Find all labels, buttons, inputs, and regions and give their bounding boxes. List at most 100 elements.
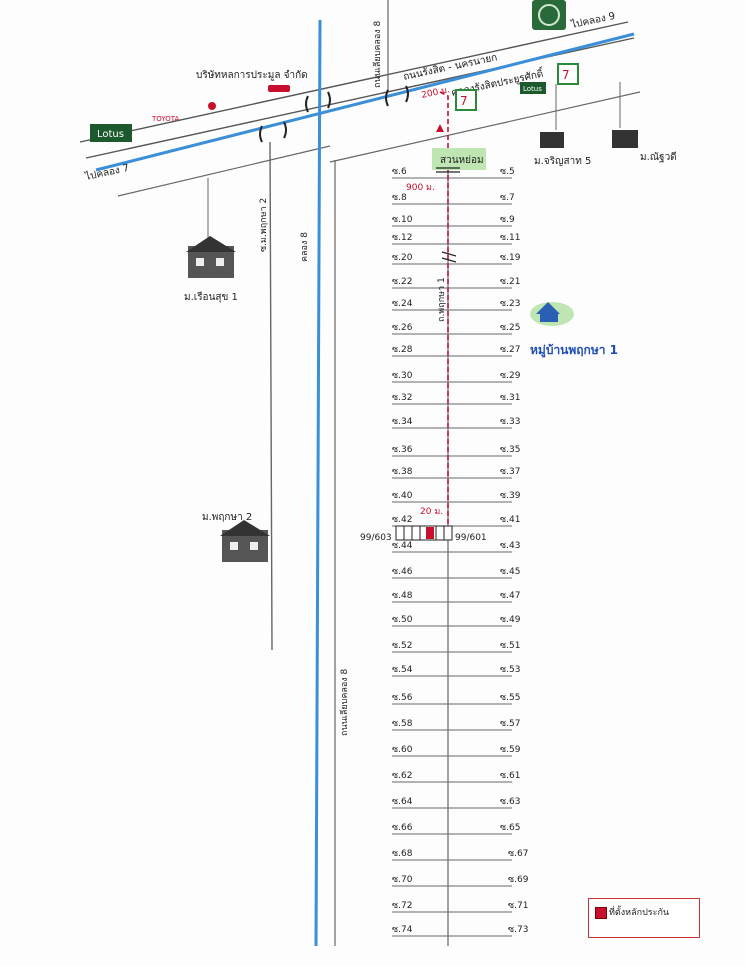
soi-label-left: ซ.24 (392, 299, 413, 309)
soi-label-right: ซ.39 (500, 491, 521, 501)
soi-label-right: ซ.57 (500, 719, 520, 729)
soi-label-right: ซ.65 (500, 823, 520, 833)
main-soi-label: ถ.พฤกษา 1 (437, 277, 447, 322)
village-main-label: หมู่บ้านพฤกษา 1 (530, 343, 618, 358)
soi-label-right: ซ.7 (500, 193, 515, 203)
soi-label-left: ซ.72 (392, 901, 412, 911)
soi-label-right: ซ.19 (500, 253, 521, 263)
soi-label-left: ซ.70 (392, 875, 413, 885)
canal-top-label: ถนนเลียบคลอง 8 (372, 20, 383, 88)
soi-label-left: ซ.64 (392, 797, 413, 807)
soi-label-left: ซ.6 (392, 167, 407, 177)
soi-label-right: ซ.69 (508, 875, 529, 885)
village-left-2-label: ม.พฤกษา 2 (202, 512, 252, 523)
soi-label-right: ซ.47 (500, 591, 520, 601)
building-icon-1 (540, 84, 564, 148)
soi-label-right: ซ.5 (500, 167, 515, 177)
soi-label-left: ซ.36 (392, 445, 413, 455)
soi-label-right: ซ.31 (500, 393, 520, 403)
soi-label-left: ซ.32 (392, 393, 412, 403)
soi-label-left: ซ.74 (392, 925, 413, 935)
legend-label: ที่ตั้งหลักประกัน (609, 908, 670, 918)
soi-label-right: ซ.55 (500, 693, 520, 703)
soi-label-left: ซ.46 (392, 567, 413, 577)
soi-label-right: ซ.73 (508, 925, 528, 935)
soi-label-right: ซ.49 (500, 615, 521, 625)
soi-label-left: ซ.58 (392, 719, 413, 729)
soi-label-left: ซ.40 (392, 491, 413, 501)
soi-label-right: ซ.51 (500, 641, 520, 651)
collateral-location-marker (426, 527, 434, 539)
canal-left-label: ไปคลอง 7 (83, 162, 130, 183)
soi-label-right: ซ.37 (500, 467, 520, 477)
route-arrow (436, 124, 444, 132)
soi-label-right: ซ.59 (500, 745, 521, 755)
svg-text:Lotus: Lotus (97, 129, 124, 140)
soi-label-right: ซ.9 (500, 215, 515, 225)
soi-pruksa2-road (269, 141, 273, 651)
soi-label-left: ซ.26 (392, 323, 413, 333)
house-right-label: 99/601 (455, 533, 487, 543)
toyota-logo: TOYOTA (151, 115, 180, 123)
village-right-2-label: ม.ณัฐวดี (640, 151, 677, 163)
soi-lines (392, 177, 512, 937)
soi-label-left: ซ.12 (392, 233, 412, 243)
seven-eleven-logo-icon: 7 (455, 89, 477, 111)
road-east-canal-label: ถนนเลียบคลอง 8 (339, 668, 350, 736)
canal-vertical (314, 19, 322, 947)
svg-text:Lotus: Lotus (523, 85, 542, 93)
park-box (432, 148, 486, 170)
soi-label-left: ซ.52 (392, 641, 412, 651)
soi-label-left: ซ.22 (392, 277, 412, 287)
soi-label-left: ซ.50 (392, 615, 413, 625)
canal-horizontal (95, 32, 635, 172)
village-main-icon (530, 302, 574, 326)
soi-label-left: ซ.44 (392, 541, 413, 551)
suzuki-logo-icon (208, 102, 216, 110)
canal-right-label: ไปคลอง 9 (569, 10, 616, 31)
soi-label-left: ซ.48 (392, 591, 413, 601)
legend-swatch (595, 907, 607, 919)
soi-label-right: ซ.67 (508, 849, 528, 859)
soi-label-right: ซ.35 (500, 445, 520, 455)
soi-label-right: ซ.25 (500, 323, 520, 333)
house-icon-2 (220, 520, 270, 562)
soi-label-right: ซ.29 (500, 371, 521, 381)
bridge-marks (259, 85, 409, 143)
soi-label-right: ซ.43 (500, 541, 520, 551)
lotus-logo-right: Lotus (520, 82, 546, 94)
break-marks (436, 167, 460, 263)
soi-label-left: ซ.30 (392, 371, 413, 381)
soi-label-left: ซ.60 (392, 745, 413, 755)
soi-label-left: ซ.8 (392, 193, 407, 203)
soi-ma-label: ซ.ม.พฤกษา 2 (259, 198, 269, 252)
red-car-icon (268, 85, 290, 92)
soi-label-left: ซ.56 (392, 693, 413, 703)
soi-label-left: ซ.42 (392, 515, 412, 525)
house-row (395, 525, 453, 541)
soi-label-left: ซ.34 (392, 417, 413, 427)
legend: ที่ตั้งหลักประกัน (588, 898, 700, 938)
soi-label-right: ซ.41 (500, 515, 520, 525)
house-left-label: 99/603 (360, 533, 392, 543)
house-icon-1 (186, 236, 236, 278)
soi-label-right: ซ.21 (500, 277, 520, 287)
seven-eleven-logo-icon-2: 7 (557, 63, 579, 85)
company-label: บริษัทหลการประมูล จำกัด (196, 70, 308, 81)
soi-label-left: ซ.28 (392, 345, 413, 355)
park-label: สวนหย่อม (440, 155, 484, 166)
svg-text:7: 7 (562, 68, 570, 82)
distance-20: 20 ม. (420, 507, 443, 517)
soi-label-left: ซ.54 (392, 665, 413, 675)
building-icon-2 (612, 82, 638, 148)
soi-label-right: ซ.11 (500, 233, 520, 243)
village-left-1-label: ม.เรือนสุข 1 (184, 291, 238, 303)
canal-vertical-label: คลอง 8 (300, 232, 310, 262)
soi-label-right: ซ.53 (500, 665, 520, 675)
village-right-1-label: ม.จริญสาท 5 (534, 156, 591, 167)
lotus-logo-left: Lotus (90, 124, 132, 142)
soi-label-right: ซ.33 (500, 417, 520, 427)
soi-label-right: ซ.27 (500, 345, 520, 355)
